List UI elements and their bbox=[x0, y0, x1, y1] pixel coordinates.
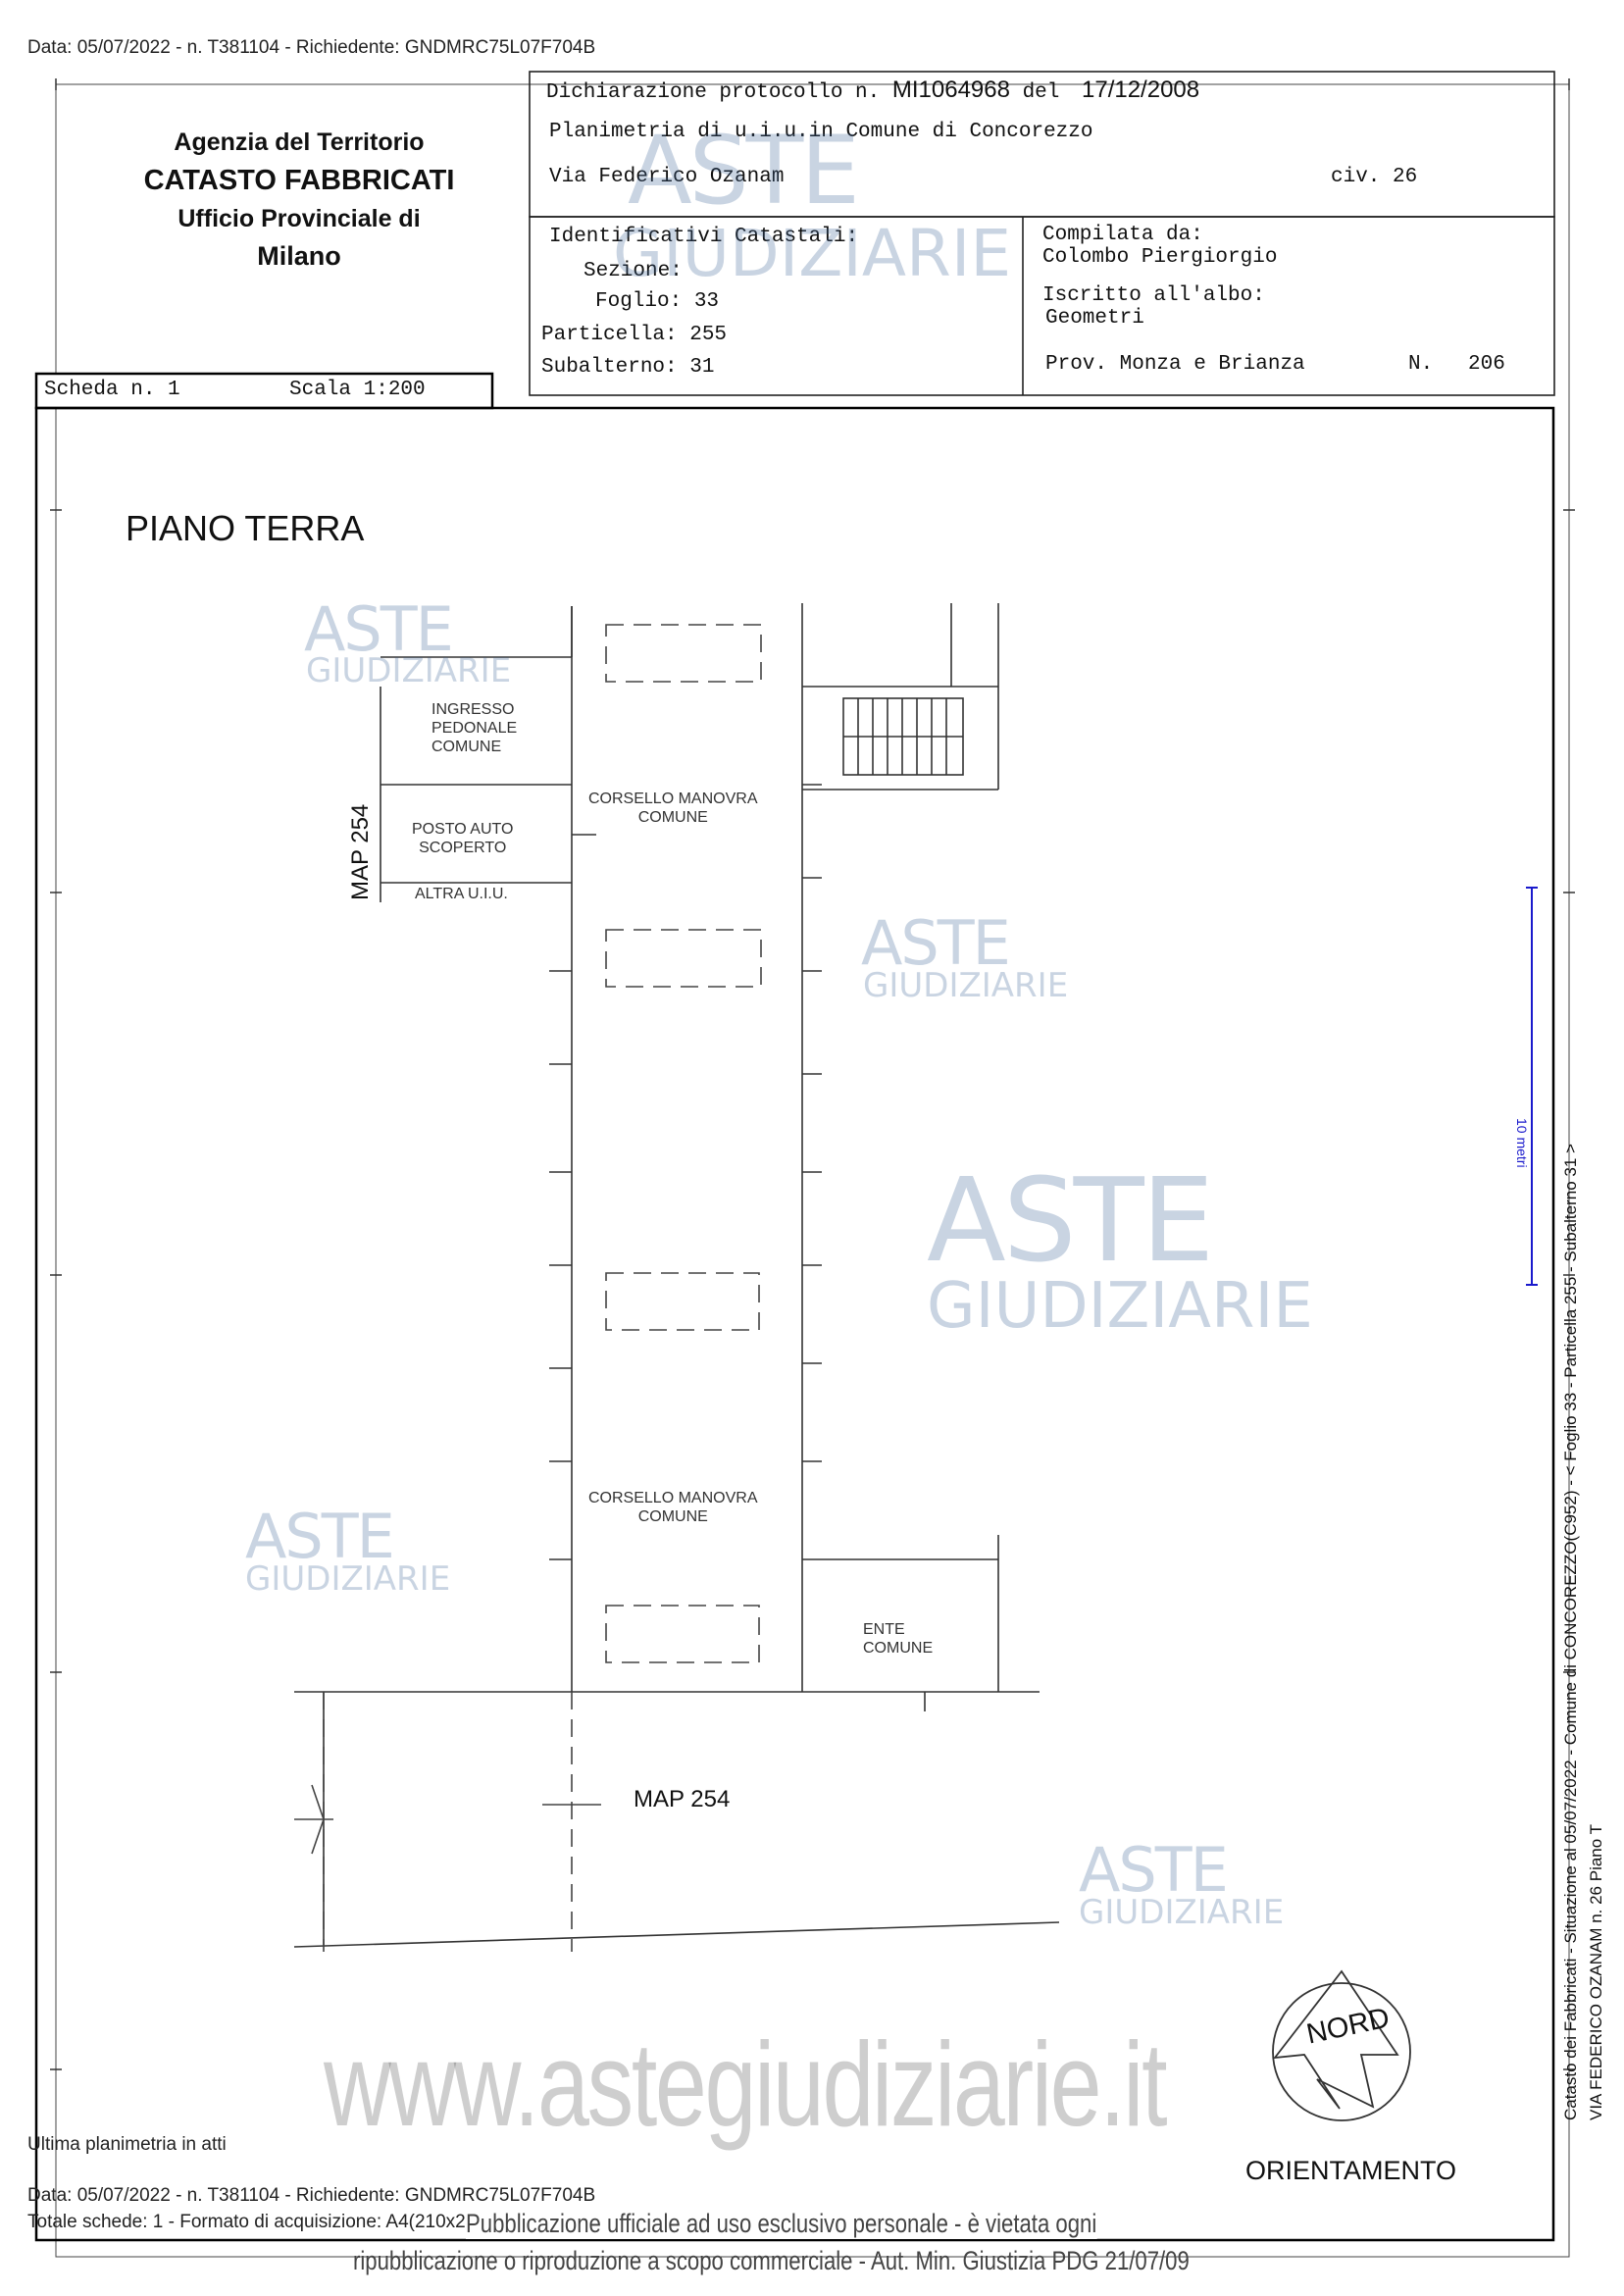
outer-frame bbox=[55, 83, 1570, 2258]
registration-number-label: N. bbox=[1408, 353, 1434, 376]
foglio-value: Foglio: 33 bbox=[595, 290, 720, 313]
corsello-top-label: CORSELLO MANOVRA COMUNE bbox=[588, 791, 758, 826]
protocol-number: MI1064968 bbox=[891, 77, 1010, 103]
drawing-frame bbox=[34, 406, 1555, 2242]
watermark-giudiziarie-3: GIUDIZIARIE bbox=[863, 966, 1069, 1005]
registration-number: 206 bbox=[1468, 353, 1505, 376]
scale-value: Scala 1:200 bbox=[289, 379, 426, 401]
profession-value: Geometri bbox=[1045, 307, 1144, 330]
footer-request-line: Data: 05/07/2022 - n. T381104 - Richiede… bbox=[27, 2185, 596, 2206]
watermark-aste-4: ASTE bbox=[927, 1152, 1214, 1288]
protocol-line: Dichiarazione protocollo n. MI1064968 de… bbox=[546, 77, 1199, 104]
floor-title: PIANO TERRA bbox=[126, 508, 365, 548]
watermark-giudiziarie-5: GIUDIZIARIE bbox=[245, 1559, 451, 1599]
header-request-line: Data: 05/07/2022 - n. T381104 - Richiede… bbox=[27, 37, 596, 58]
protocol-label: Dichiarazione protocollo n. bbox=[546, 81, 881, 104]
planimetria-line: Planimetria di u.i.u.in Comune di Concor… bbox=[549, 121, 1093, 143]
protocol-date: 17/12/2008 bbox=[1082, 77, 1200, 103]
side-text-2: VIA FEDERICO OZANAM n. 26 Piano T bbox=[1587, 1823, 1605, 2120]
watermark-aste-2: ASTE bbox=[628, 116, 860, 226]
orientation-label: ORIENTAMENTO bbox=[1245, 2156, 1457, 2185]
publication-notice-1: Pubblicazione ufficiale ad uso esclusivo… bbox=[466, 2209, 1097, 2239]
watermark-aste-5: ASTE bbox=[245, 1501, 395, 1572]
ente-comune-label: ENTE COMUNE bbox=[863, 1621, 934, 1657]
sezione-label: Sezione: bbox=[584, 260, 683, 282]
protocol-del-label: del bbox=[1022, 81, 1060, 104]
compiled-by-label: Compilata da: bbox=[1042, 224, 1203, 246]
scale-bar bbox=[1526, 887, 1538, 1286]
publication-notice-2: ripubblicazione o riproduzione a scopo c… bbox=[353, 2246, 1190, 2275]
particella-value: Particella: 255 bbox=[541, 324, 728, 346]
frame-ticks bbox=[50, 78, 1575, 2070]
office-name: Ufficio Provinciale di bbox=[178, 205, 421, 232]
watermark-giudiziarie-6: GIUDIZIARIE bbox=[1079, 1893, 1285, 1932]
watermark-aste-6: ASTE bbox=[1079, 1834, 1229, 1906]
corsello-bottom-label: CORSELLO MANOVRA COMUNE bbox=[588, 1490, 758, 1525]
registry-name: CATASTO FABBRICATI bbox=[143, 165, 455, 196]
albo-label: Iscritto all'albo: bbox=[1042, 284, 1265, 307]
map254-bottom-label: MAP 254 bbox=[634, 1786, 731, 1812]
map254-vertical-label: MAP 254 bbox=[347, 803, 374, 900]
province-value: Prov. Monza e Brianza bbox=[1045, 353, 1305, 376]
address-line: Via Federico Ozanam bbox=[549, 166, 785, 188]
watermark-site: www.astegiudiziarie.it bbox=[324, 2017, 1168, 2151]
identifier-box bbox=[529, 216, 1555, 396]
posto-auto-label: POSTO AUTO SCOPERTO bbox=[412, 821, 514, 856]
watermark-aste-1: ASTE bbox=[304, 593, 454, 665]
parking-spots bbox=[323, 624, 762, 1952]
last-plan-note: Ultima planimetria in atti bbox=[27, 2134, 227, 2155]
north-compass bbox=[1272, 1969, 1411, 2121]
office-city: Milano bbox=[257, 241, 341, 271]
altra-uiu-label: ALTRA U.I.U. bbox=[415, 886, 508, 902]
scale-bar-label: 10 metri bbox=[1514, 1118, 1530, 1168]
ingresso-label: INGRESSO PEDONALE COMUNE bbox=[431, 701, 518, 755]
compiler-name: Colombo Piergiorgio bbox=[1042, 246, 1278, 269]
civic-number: civ. 26 bbox=[1331, 166, 1418, 188]
subalterno-value: Subalterno: 31 bbox=[541, 356, 715, 379]
scheda-number: Scheda n. 1 bbox=[44, 379, 180, 401]
office-block: Agenzia del Territorio CATASTO FABBRICAT… bbox=[98, 126, 500, 277]
agency-name: Agenzia del Territorio bbox=[174, 128, 425, 156]
watermark-aste-3: ASTE bbox=[861, 907, 1011, 979]
watermark-giudiziarie-4: GIUDIZIARIE bbox=[927, 1270, 1313, 1343]
watermark-giudiziarie-2: GIUDIZIARIE bbox=[613, 216, 1012, 291]
floor-plan-lines bbox=[293, 603, 1060, 1948]
watermark-giudiziarie-1: GIUDIZIARIE bbox=[306, 651, 512, 690]
identifiers-title: Identificativi Catastali: bbox=[549, 226, 859, 248]
